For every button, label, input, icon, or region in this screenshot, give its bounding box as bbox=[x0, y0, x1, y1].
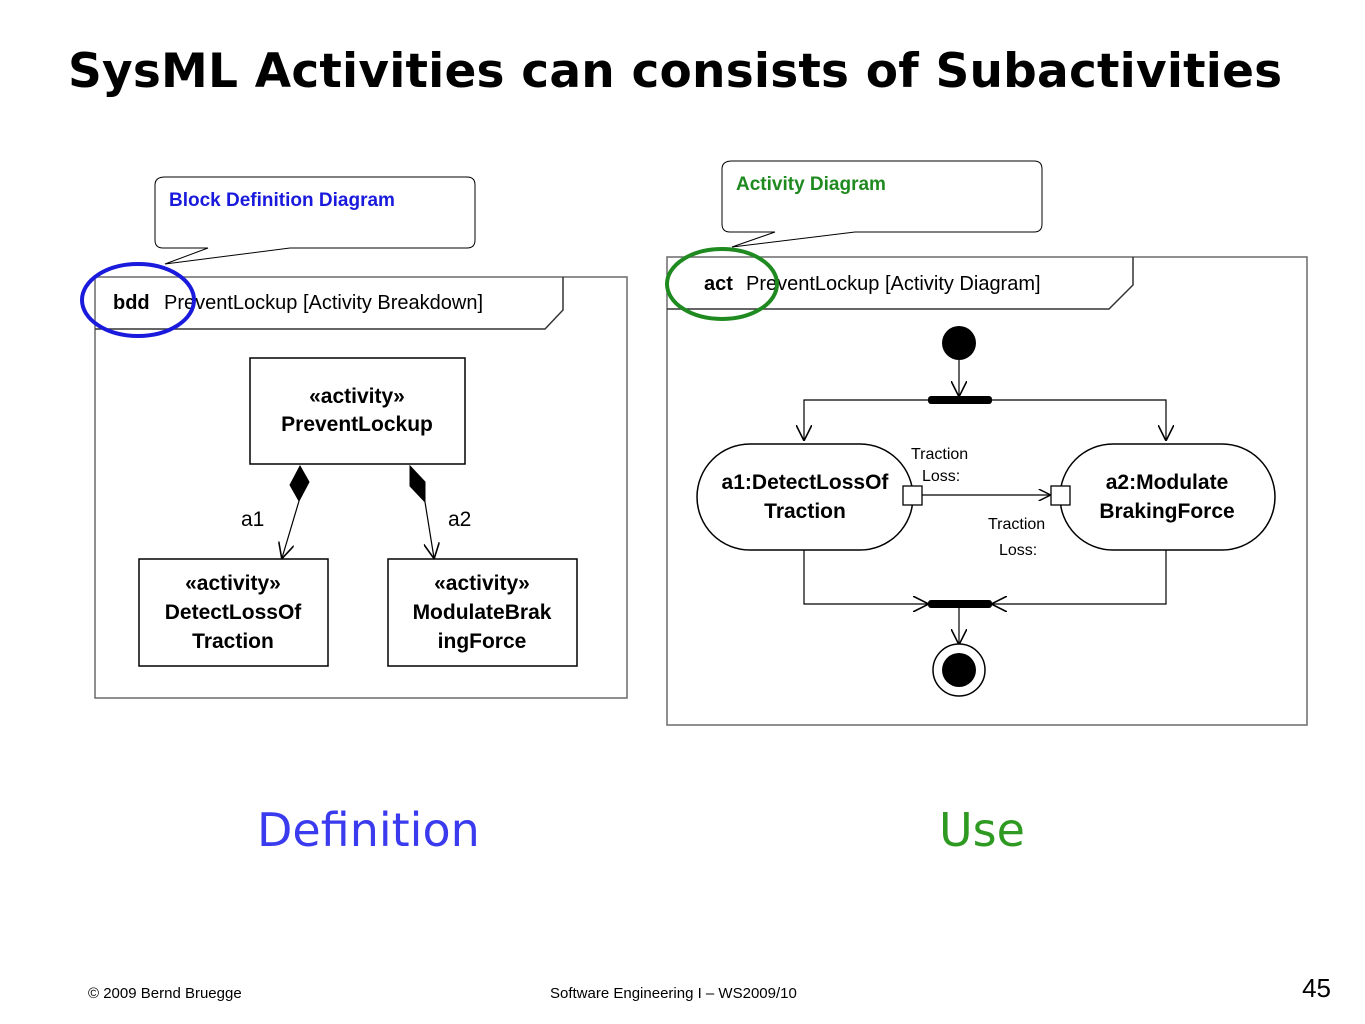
block-stereotype: «activity» bbox=[185, 572, 281, 595]
block-name-line2: Traction bbox=[192, 630, 274, 653]
output-pin-label-line2: Loss: bbox=[922, 468, 960, 485]
footer-course: Software Engineering I – WS2009/10 bbox=[550, 985, 797, 1002]
fork-bar bbox=[928, 396, 992, 404]
block-name: PreventLockup bbox=[281, 413, 433, 436]
page-number: 45 bbox=[1302, 973, 1331, 1003]
action-modulatebrakingforce: a2:Modulate BrakingForce bbox=[1059, 443, 1276, 551]
block-name-line1: DetectLossOf bbox=[165, 601, 303, 624]
activity-final-node bbox=[932, 643, 986, 697]
bdd-frame-title: PreventLockup [Activity Breakdown] bbox=[164, 292, 483, 314]
act-frame-keyword: act bbox=[704, 273, 733, 295]
object-flow-traction-loss: Traction Loss: Traction Loss: bbox=[902, 446, 1071, 559]
slide-title: SysML Activities can consists of Subacti… bbox=[68, 44, 1283, 99]
bdd-frame-keyword: bdd bbox=[113, 292, 150, 314]
act-control-flow bbox=[804, 326, 1166, 697]
footer-copyright: © 2009 Bernd Bruegge bbox=[88, 985, 242, 1002]
act-frame-title: PreventLockup [Activity Diagram] bbox=[746, 273, 1041, 295]
act-callout: Activity Diagram bbox=[721, 160, 1043, 248]
act-callout-text: Activity Diagram bbox=[736, 174, 886, 195]
block-stereotype: «activity» bbox=[434, 572, 530, 595]
input-pin bbox=[1050, 485, 1071, 506]
output-pin bbox=[902, 485, 923, 506]
input-pin-label-line1: Traction bbox=[988, 516, 1045, 533]
block-name-line2: ingForce bbox=[438, 630, 527, 653]
act-highlight-circle bbox=[665, 247, 779, 321]
action-label-line1: a1:DetectLossOf bbox=[722, 471, 890, 494]
bdd-callout-text: Block Definition Diagram bbox=[169, 190, 395, 211]
input-pin-label-line2: Loss: bbox=[999, 542, 1037, 559]
bdd-callout: Block Definition Diagram bbox=[154, 176, 476, 265]
definition-label: Definition bbox=[257, 803, 480, 857]
block-name-line1: ModulateBrak bbox=[413, 601, 552, 624]
bdd-composition-a1: a1 bbox=[241, 464, 310, 558]
bdd-block-preventlockup: «activity» PreventLockup bbox=[249, 357, 466, 465]
action-label-line2: BrakingForce bbox=[1099, 500, 1234, 523]
use-label: Use bbox=[939, 803, 1025, 857]
initial-node bbox=[942, 326, 976, 360]
bdd-highlight-circle bbox=[80, 262, 196, 338]
action-label-line2: Traction bbox=[764, 500, 846, 523]
action-label-line1: a2:Modulate bbox=[1106, 471, 1229, 494]
bdd-block-detectlossoftraction: «activity» DetectLossOf Traction bbox=[138, 558, 329, 667]
output-pin-label-line1: Traction bbox=[911, 446, 968, 463]
action-detectlossoftraction: a1:DetectLossOf Traction bbox=[696, 443, 914, 551]
join-bar bbox=[928, 600, 992, 608]
role-label-a1: a1 bbox=[241, 508, 264, 531]
block-stereotype: «activity» bbox=[309, 385, 405, 408]
bdd-block-modulatebrakingforce: «activity» ModulateBrak ingForce bbox=[387, 558, 578, 667]
role-label-a2: a2 bbox=[448, 508, 471, 531]
bdd-composition-a2: a2 bbox=[409, 464, 471, 558]
